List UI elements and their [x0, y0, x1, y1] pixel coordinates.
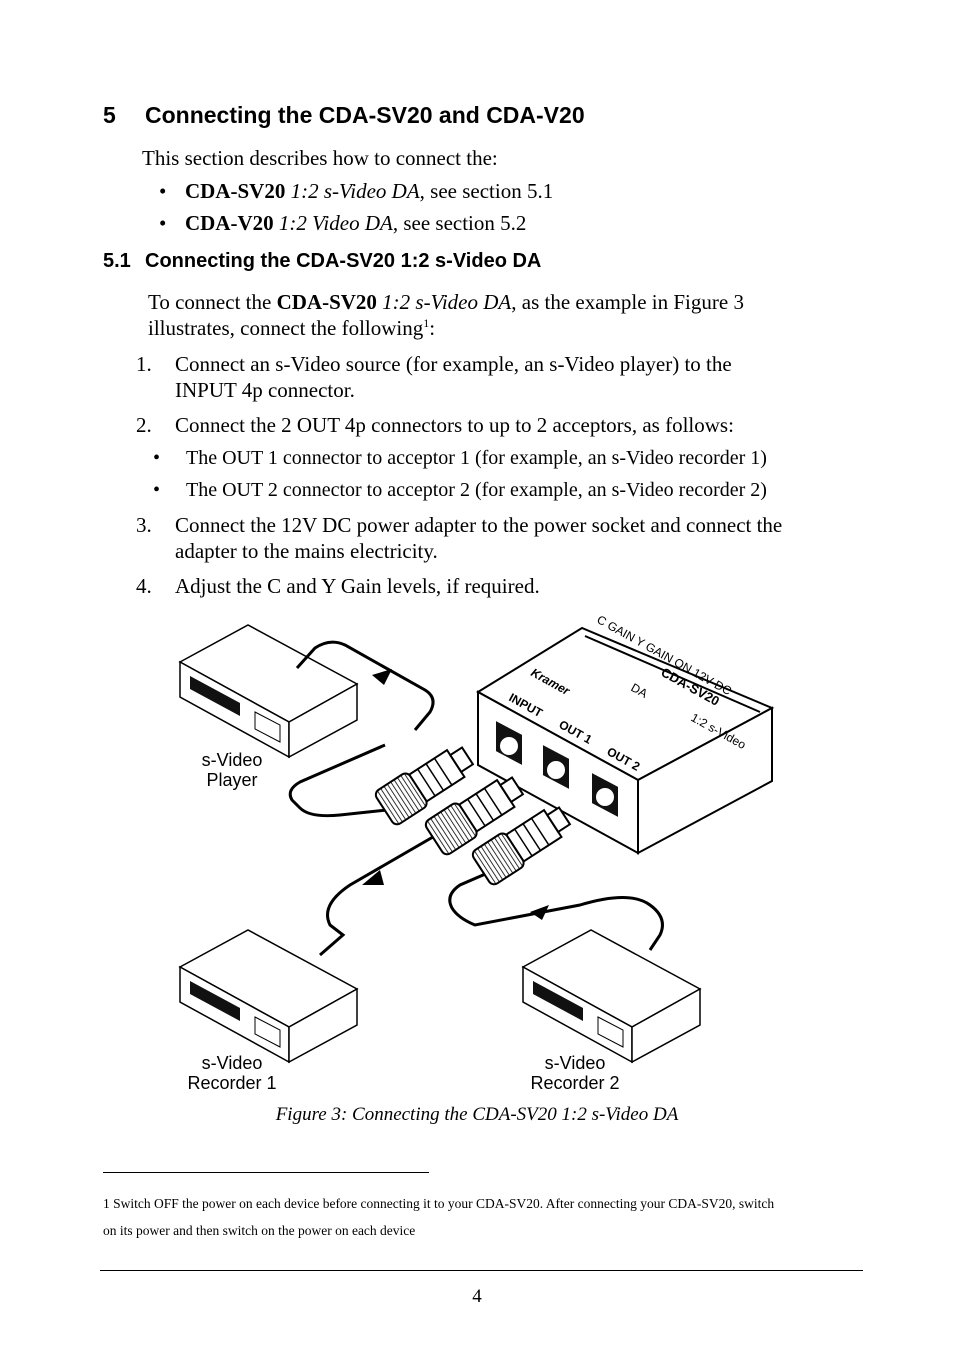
rec1-label-line1: s-Video: [202, 1053, 263, 1073]
step-item: 2. Connect the 2 OUT 4p connectors to up…: [136, 413, 734, 437]
step-number: 3.: [136, 513, 152, 537]
svideo-plug-out1: [424, 776, 525, 856]
bullet-icon: •: [159, 179, 167, 203]
connection-diagram: C GAIN Y GAIN ON 12V DC CDA-SV20 1:2 s-V…: [178, 612, 775, 1093]
rec1-label-line2: Recorder 1: [187, 1073, 276, 1093]
footer-divider: [100, 1270, 863, 1271]
section-heading: 5 Connecting the CDA-SV20 and CDA-V20: [103, 102, 585, 129]
player-label-line1: s-Video: [202, 750, 263, 770]
section-ref: , see section 5.1: [419, 179, 554, 203]
svideo-plug-input: [374, 746, 475, 826]
footnote-ref: 1: [423, 316, 430, 330]
model-desc: 1:2 s-Video DA: [382, 290, 512, 314]
section-title: Connecting the CDA-SV20 and CDA-V20: [145, 102, 585, 128]
svideo-recorder-2-device: [521, 929, 702, 1064]
step-number: 2.: [136, 413, 152, 437]
cable-out2-to-rec2: [448, 870, 664, 951]
model-name: CDA-SV20: [276, 290, 377, 314]
subsection-title: Connecting the CDA-SV20 1:2 s-Video DA: [145, 250, 542, 272]
model-name: CDA-V20: [185, 211, 274, 235]
section-ref: , see section 5.2: [392, 211, 527, 235]
arrow-icon: [372, 669, 392, 685]
list-item: • CDA-V20 1:2 Video DA, see section 5.2: [159, 210, 527, 236]
list-item: • CDA-SV20 1:2 s-Video DA, see section 5…: [159, 178, 554, 204]
step-number: 4.: [136, 574, 152, 598]
bullet-icon: •: [159, 211, 167, 235]
cable-player-to-input: [288, 743, 388, 818]
cda-sv20-device: C GAIN Y GAIN ON 12V DC CDA-SV20 1:2 s-V…: [476, 612, 775, 855]
step-item: 1. Connect an s-Video source (for exampl…: [136, 352, 732, 402]
arrow-icon: [530, 905, 549, 920]
figure-caption: Figure 3: Connecting the CDA-SV20 1:2 s-…: [275, 1104, 679, 1125]
cables: [288, 640, 664, 957]
step-item: 4. Adjust the C and Y Gain levels, if re…: [136, 574, 540, 598]
model-desc: 1:2 s-Video DA: [290, 179, 420, 203]
svideo-plug-out2: [471, 806, 572, 886]
player-label-line2: Player: [206, 770, 257, 790]
page-number: 4: [472, 1286, 482, 1307]
cable-player-out: [295, 640, 435, 731]
subsection-number: 5.1: [103, 250, 131, 272]
model-name: CDA-SV20: [185, 179, 286, 203]
subsection-heading: 5.1 Connecting the CDA-SV20 1:2 s-Video D…: [103, 250, 541, 273]
svideo-recorder-1-device: [178, 929, 359, 1064]
footnote: 1 Switch OFF the power on each device be…: [103, 1196, 775, 1238]
section-number: 5: [103, 102, 116, 128]
sub-list-item: • The OUT 2 connector to acceptor 2 (for…: [153, 479, 767, 501]
footnote-divider: [103, 1172, 429, 1173]
cable-out1-to-rec1: [319, 828, 446, 957]
step-item: 3. Connect the 12V DC power adapter to t…: [136, 513, 783, 563]
svideo-player-device: [178, 624, 359, 759]
arrow-icon: [362, 870, 384, 885]
rec2-label-line2: Recorder 2: [530, 1073, 619, 1093]
subsection-intro: To connect the CDA-SV20 1:2 s-Video DA, …: [148, 290, 744, 340]
section-intro: This section describes how to connect th…: [142, 146, 498, 170]
sub-list-item: • The OUT 1 connector to acceptor 1 (for…: [153, 447, 767, 469]
bullet-icon: •: [153, 479, 161, 501]
rec2-label-line1: s-Video: [545, 1053, 606, 1073]
step-number: 1.: [136, 352, 152, 376]
model-desc: 1:2 Video DA: [278, 211, 393, 235]
bullet-icon: •: [153, 447, 161, 469]
